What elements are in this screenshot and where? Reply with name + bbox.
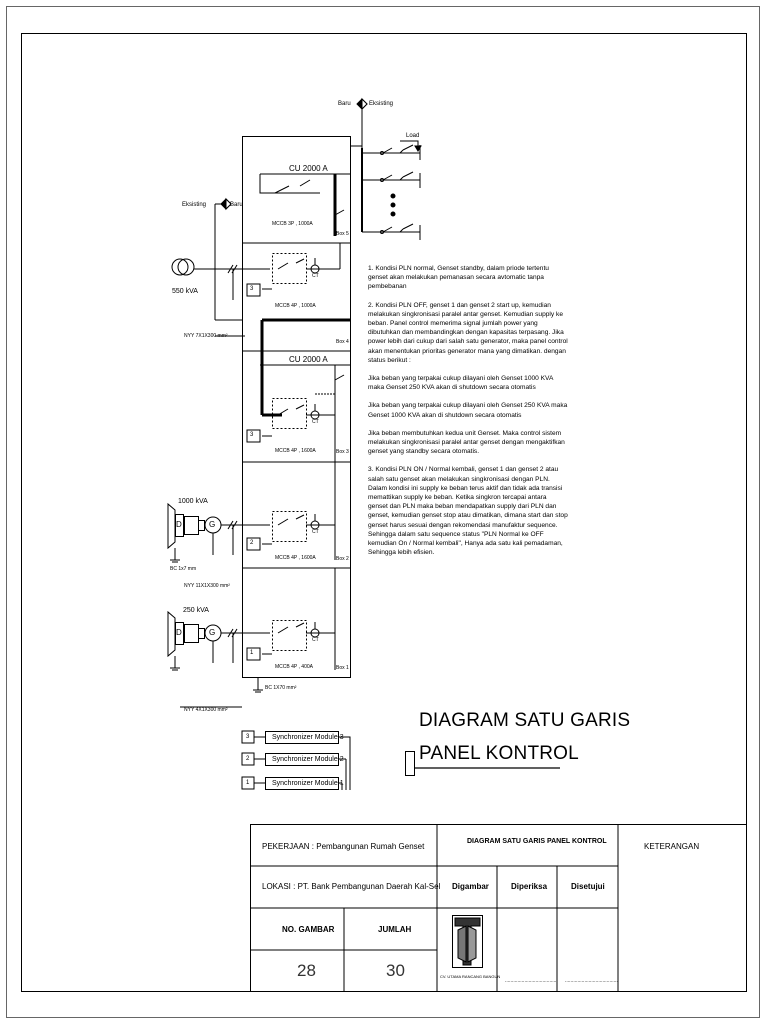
note-1: 1. Kondisi PLN normal, Genset standby, d… — [368, 265, 549, 291]
tb-company: CV. UTAMA RANCANG BANGUN — [440, 974, 501, 979]
label-eksisting-top: Eksisting — [369, 101, 394, 107]
label-ct-box2: CT — [312, 529, 319, 535]
label-g-gen1: G — [209, 520, 216, 529]
label-mccb-box4: MCCB 4P , 1000A — [275, 303, 316, 309]
tb-pekerjaan: PEKERJAAN : Pembangunan Rumah Genset — [262, 842, 425, 851]
note-5: Jika beban membutuhkan kedua unit Genset… — [368, 429, 565, 456]
label-ct-box4: CT — [312, 273, 319, 279]
label-box4: Box 4 — [336, 339, 349, 345]
tb-keterangan: KETERANGAN — [644, 842, 700, 851]
operation-notes: 1. Kondisi PLN normal, Genset standby, d… — [368, 264, 568, 566]
label-trafo: 550 kVA — [172, 288, 198, 295]
label-bc-gen1: BC 1x7 mm — [170, 566, 197, 572]
label-gen-1000: 1000 kVA — [178, 498, 208, 505]
label-mccb-box3: MCCB 4P , 1600A — [275, 448, 316, 454]
sync-num-3: 3 — [246, 734, 250, 740]
label-d-gen1: D — [176, 520, 182, 529]
num-box2: 2 — [250, 540, 254, 546]
tb-no-gambar-label: NO. GAMBAR — [282, 925, 335, 934]
label-mccb-box1: MCCB 4P , 400A — [275, 664, 313, 670]
drawing-title-line2: PANEL KONTROL — [419, 743, 579, 764]
tb-diperiksa: Diperiksa — [511, 882, 548, 891]
label-box3: Box 3 — [336, 449, 349, 455]
tb-sign-disetujui: ...................................... — [565, 978, 618, 984]
label-cu-box3: CU 2000 A — [289, 355, 328, 364]
note-4: Jika beban yang terpakai cukup dilayani … — [368, 402, 568, 419]
sync-num-2: 2 — [246, 756, 250, 762]
label-load: Load — [406, 133, 420, 139]
label-box1: Box 1 — [336, 665, 349, 671]
label-gen-250: 250 kVA — [183, 607, 209, 614]
label-bc-gen2: BC 1X70 mm² — [265, 685, 297, 691]
note-6: 3. Kondisi PLN ON / Normal kembali, gens… — [368, 466, 568, 557]
note-2: 2. Kondisi PLN OFF, genset 1 dan genset … — [368, 301, 568, 364]
label-nyy-trafo: NYY 7X1X300 mm² — [184, 333, 228, 339]
label-baru-left: Baru — [230, 202, 243, 208]
label-eksisting-left: Eksisting — [182, 202, 207, 208]
num-box1: 1 — [250, 650, 254, 656]
label-ct-box3: CT — [312, 419, 319, 425]
label-cu-box5: CU 2000 A — [289, 164, 328, 173]
sync-num-1: 1 — [246, 780, 250, 786]
tb-disetujui: Disetujui — [571, 882, 605, 891]
label-box5: Box 5 — [336, 231, 349, 237]
num-box3: 3 — [250, 432, 254, 438]
sync-module-1: Synchronizer Module 1 — [272, 780, 344, 787]
tb-sign-diperiksa: ...................................... — [505, 978, 558, 984]
drawing-title-line1: DIAGRAM SATU GARIS — [419, 710, 631, 731]
tb-header: DIAGRAM SATU GARIS PANEL KONTROL — [467, 838, 607, 845]
label-mccb-box2: MCCB 4P , 1600A — [275, 555, 316, 561]
tb-jumlah-label: JUMLAH — [378, 925, 412, 934]
label-d-gen2: D — [176, 628, 182, 637]
sync-module-3: Synchronizer Module 3 — [272, 734, 344, 741]
label-ct-box1: CT — [312, 637, 319, 643]
label-nyy-gen1: NYY 11X1X300 mm² — [184, 583, 230, 589]
label-baru-top: Baru — [338, 101, 351, 107]
label-nyy-gen2: NYY 4X1X300 mm² — [184, 707, 228, 713]
label-mccb-box5: MCCB 3P , 1000A — [272, 221, 313, 227]
label-box2: Box 2 — [336, 556, 349, 562]
label-g-gen2: G — [209, 628, 216, 637]
company-logo-icon — [452, 915, 483, 968]
sync-module-2: Synchronizer Module 2 — [272, 756, 344, 763]
tb-jumlah: 30 — [386, 961, 405, 980]
tb-lokasi: LOKASI : PT. Bank Pembangunan Daerah Kal… — [262, 882, 441, 891]
tb-digambar: Digambar — [452, 882, 489, 891]
num-box4: 3 — [250, 286, 254, 292]
note-3: Jika beban yang terpakai cukup dilayani … — [368, 375, 553, 392]
tb-no-gambar: 28 — [297, 961, 316, 980]
